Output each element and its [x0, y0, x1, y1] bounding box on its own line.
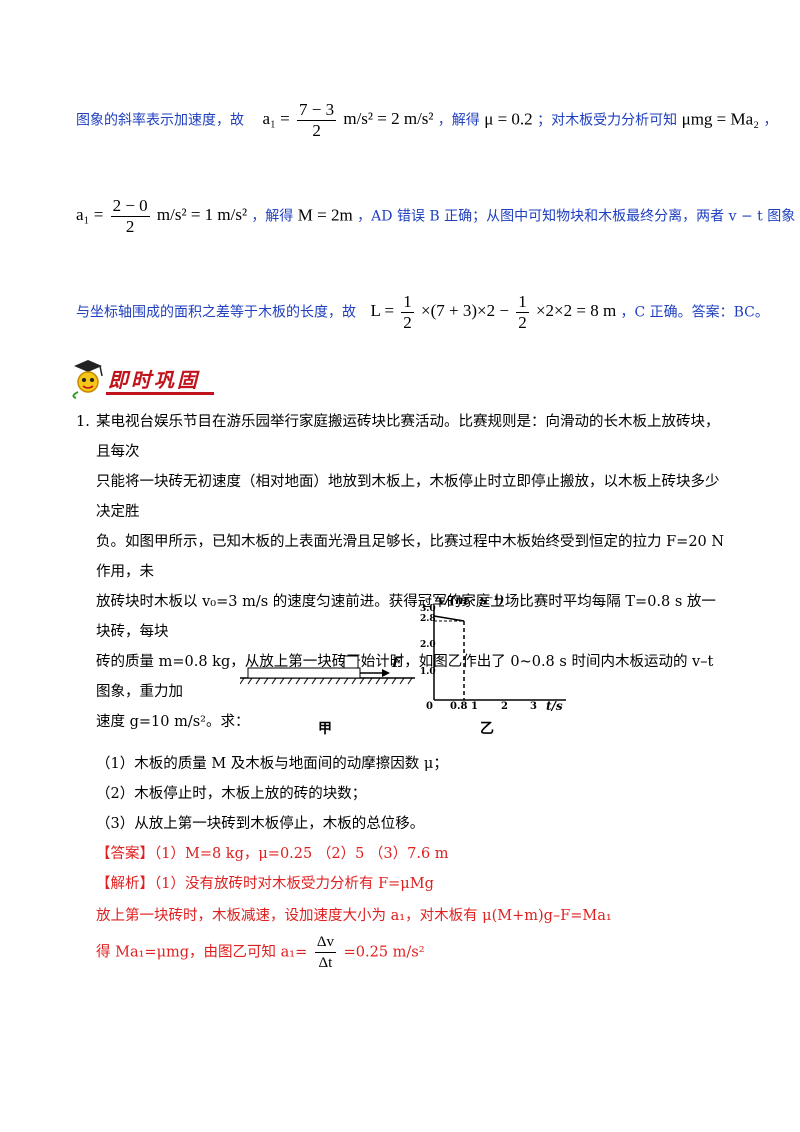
fraction-numerator: 1: [401, 292, 414, 313]
formula-rhs: m/s² = 1 m/s²: [156, 205, 248, 225]
problem-number: 1.: [76, 414, 90, 430]
fraction-denominator: 2: [518, 313, 527, 332]
analysis-text: （1）没有放砖时对木板受力分析有 F=μMg: [154, 876, 434, 892]
fraction-denominator: Δt: [318, 955, 333, 971]
figure-jia-label: 甲: [318, 721, 332, 737]
fraction-denominator: 2: [125, 217, 135, 236]
fraction-denominator: 2: [312, 121, 321, 140]
figure-yi-graph: [433, 606, 566, 701]
answer-text: （1）M=8 kg，μ=0.25 （2）5 （3）7.6 m: [154, 846, 449, 862]
analysis-line-2: 放上第一块砖时，木板减速，设加速度大小为 a₁，对木板有 μ(M+m)g–F=M…: [96, 908, 612, 924]
formula-lhs: a₁ =: [262, 109, 290, 129]
banner-underline: [106, 392, 214, 395]
question-3: （3）从放上第一块砖到木板停止，木板的总位移。: [96, 816, 425, 832]
x-tick-label: 0: [426, 701, 433, 712]
formula-middle: ×(7 + 3)×2 −: [421, 301, 509, 321]
force-label: F: [392, 656, 402, 671]
formula-M: M = 2m: [297, 205, 353, 225]
fraction-numerator: Δv: [314, 932, 336, 953]
problem-statement: 某电视台娱乐节目在游乐园举行家庭搬运砖块比赛活动。比赛规则是：向滑动的长木板上放…: [96, 407, 726, 737]
problem-line: 只能将一块砖无初速度（相对地面）地放到木板上，木板停止时立即停止搬放，以木板上砖…: [96, 474, 720, 520]
answer-line: 【答案】（1）M=8 kg，μ=0.25 （2）5 （3）7.6 m: [96, 842, 449, 863]
problem-line: 砖的质量 m=0.8 kg，从放上第一块砖开始计时，如图乙作出了 0~0.8 s…: [96, 654, 714, 700]
section-banner: 即时巩固: [66, 356, 216, 400]
figure-yi-label: 乙: [480, 721, 494, 737]
x-axis-label: t/s: [546, 699, 563, 713]
analysis-label: 【解析】: [96, 876, 154, 892]
x-tick-label: 1: [471, 701, 478, 712]
y-tick-label: 2.0: [420, 640, 436, 650]
explanation-text: ，AD 错误 B 正确；从图中可知物块和木板最终分离，两者 v − t 图象: [357, 208, 796, 225]
formula-mu: μ = 0.2: [484, 109, 533, 129]
explanation-text: ，解得: [437, 112, 480, 129]
formula-rhs: ×2×2 = 8 m: [535, 301, 617, 321]
fraction-numerator: 7 − 3: [297, 100, 337, 121]
explanation-text: ，解得: [251, 208, 294, 225]
x-tick-label: 0.8: [450, 701, 468, 712]
banner-title: 即时巩固: [108, 368, 200, 392]
formula-force: μmg = Ma₂: [681, 109, 760, 129]
y-tick-label: 2.8: [420, 614, 436, 624]
x-tick-label: 3: [530, 701, 537, 712]
problem-line: 某电视台娱乐节目在游乐园举行家庭搬运砖块比赛活动。比赛规则是：向滑动的长木板上放…: [96, 414, 720, 460]
explanation-text: 与坐标轴围成的面积之差等于木板的长度，故: [76, 304, 356, 321]
figure-jia: [240, 655, 415, 685]
y-tick-label: 3.0: [420, 604, 436, 614]
explanation-text: ，: [763, 112, 778, 129]
problem-line: 放砖块时木板以 v₀=3 m/s 的速度匀速前进。获得冠军的家庭上场比赛时平均每…: [96, 594, 716, 640]
formula-lhs: L =: [370, 301, 395, 321]
explanation-text: ；对木板受力分析可知: [537, 112, 678, 129]
graph-segment: [433, 615, 465, 622]
fraction-numerator: 2 − 0: [110, 196, 150, 217]
question-1: （1）木板的质量 M 及木板与地面间的动摩擦因数 μ；: [96, 756, 448, 772]
problem-line: 速度 g=10 m/s²。求：: [96, 714, 250, 730]
board: [247, 667, 361, 679]
formula-lhs: a₁ =: [76, 205, 104, 225]
explanation-text: 图象的斜率表示加速度，故: [76, 112, 244, 129]
problem-line: 负。如图甲所示，已知木板的上表面光滑且足够长，比赛过程中木板始终受到恒定的拉力 …: [96, 534, 725, 580]
mascot-icon: [72, 360, 103, 399]
analysis-text: =0.25 m/s²: [343, 944, 425, 961]
analysis-line-1: 【解析】（1）没有放砖时对木板受力分析有 F=μMg: [96, 872, 434, 893]
analysis-text: 得 Ma₁=μmg，由图乙可知 a₁=: [96, 944, 308, 961]
x-tick-label: 2: [501, 701, 508, 712]
question-2: （2）木板停止时，木板上放的砖的块数；: [96, 786, 367, 802]
formula-rhs: m/s² = 2 m/s²: [343, 109, 434, 129]
brick: [343, 655, 359, 669]
answer-label: 【答案】: [96, 846, 154, 862]
y-axis-label: v/(m · s⁻¹): [438, 593, 505, 607]
fraction-denominator: 2: [403, 313, 412, 332]
explanation-text: ，C 正确。答案：BC。: [620, 304, 769, 321]
y-tick-label: 1.0: [420, 667, 436, 677]
fraction-numerator: 1: [516, 292, 529, 313]
